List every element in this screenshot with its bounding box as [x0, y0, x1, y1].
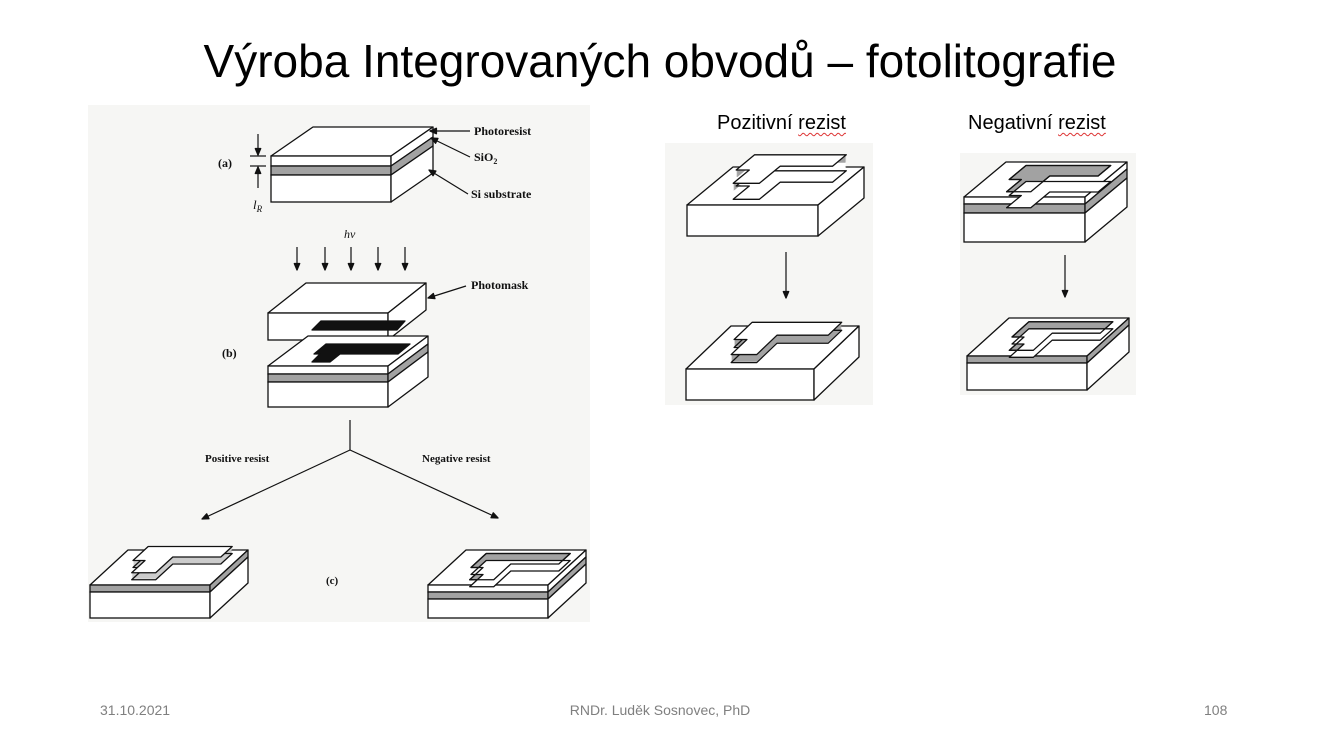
photomask-pointer-head [427, 292, 436, 300]
positive-branch-arrow [201, 449, 351, 520]
wafer-a-layer-front [270, 174, 392, 203]
negative-process-arrow-head [1061, 289, 1069, 298]
negative-branch-arrow [349, 449, 499, 519]
substrate-pointer [428, 169, 469, 195]
positive-after-layer-side [813, 325, 860, 401]
wafer-b-layer-front [267, 381, 389, 408]
footer-author: RNDr. Luděk Sosnovec, PhD [569, 702, 751, 718]
positive-after-pattern-top [730, 321, 843, 356]
positive-before-layer-front [686, 204, 819, 237]
negative-branch-arrow-head [490, 512, 499, 519]
negative-before-hole-floor [1005, 180, 1112, 209]
positive-after-layer-front [685, 368, 815, 401]
sio2-pointer-head [430, 137, 439, 144]
wafer-b-layer-side [387, 351, 429, 408]
thickness-arrow-down-head [254, 147, 262, 156]
negative-before-layer-side [1084, 177, 1128, 243]
positive-raised-pattern-top [131, 545, 233, 574]
wafer-a-layer-front [270, 165, 392, 176]
wafer-c-negative-layer-front [427, 591, 549, 600]
negative-resist-heading: Negativní rezist [968, 112, 1106, 134]
exposed-pattern [311, 343, 411, 363]
positive-resist-heading: Pozitivní rezist [717, 112, 846, 134]
light-ray-arrow-head [321, 262, 329, 271]
photoresist-pointer-head [429, 127, 438, 135]
negative-hole-pattern-rim [469, 552, 571, 581]
negative-before-hole-rim [1005, 164, 1112, 193]
si-substrate-label: Si substrate [471, 187, 532, 201]
footer-date: 31.10.2021 [100, 702, 171, 718]
photomask-pattern [311, 320, 406, 331]
sio2-pointer [430, 137, 471, 158]
wafer-b-layer-front [267, 373, 389, 383]
positive-before-layer-side [817, 166, 865, 237]
wafer-c-positive-layer-front [89, 584, 211, 593]
positive-before-pattern-top [732, 154, 847, 184]
photoresist-label: Photoresist [474, 124, 531, 138]
label-b: (b) [222, 346, 237, 360]
light-ray-arrow-head [374, 262, 382, 271]
positive-before-pattern-base [732, 170, 847, 200]
positive-branch-arrow-head [201, 513, 210, 520]
wafer-c-negative-layer-front [427, 598, 549, 619]
negative-before-layer-front [963, 212, 1086, 243]
photomask-label: Photomask [471, 278, 529, 292]
negative-resist-label: Negative resist [422, 453, 491, 465]
wafer-a-layer-front [270, 155, 392, 167]
label-c: (c) [326, 575, 339, 587]
positive-resist-label: Positive resist [205, 453, 270, 465]
page-number: 108 [1204, 702, 1228, 718]
negative-after-layer-side [1086, 324, 1130, 391]
thickness-arrow-up-head [254, 166, 262, 175]
wafer-b-layer-front [267, 365, 389, 375]
negative-after-layer-front [966, 362, 1088, 391]
wafer-c-positive-layer-side [209, 556, 249, 619]
label-a: (a) [218, 156, 232, 170]
thickness-label: lR [253, 197, 263, 214]
light-ray-arrow-head [347, 262, 355, 271]
light-ray-arrow-head [293, 262, 301, 271]
negative-after-hole-rim [1008, 321, 1114, 351]
sio2-label: SiO2 [474, 150, 497, 166]
slide-title: Výroba Integrovaných obvodů – fotolitogr… [203, 35, 1117, 87]
positive-process-arrow-head [782, 290, 790, 299]
light-ray-arrow-head [401, 262, 409, 271]
light-label: hν [344, 227, 356, 241]
wafer-c-negative-layer-side [547, 563, 587, 619]
wafer-c-positive-layer-front [89, 591, 211, 619]
substrate-pointer-head [428, 169, 437, 177]
